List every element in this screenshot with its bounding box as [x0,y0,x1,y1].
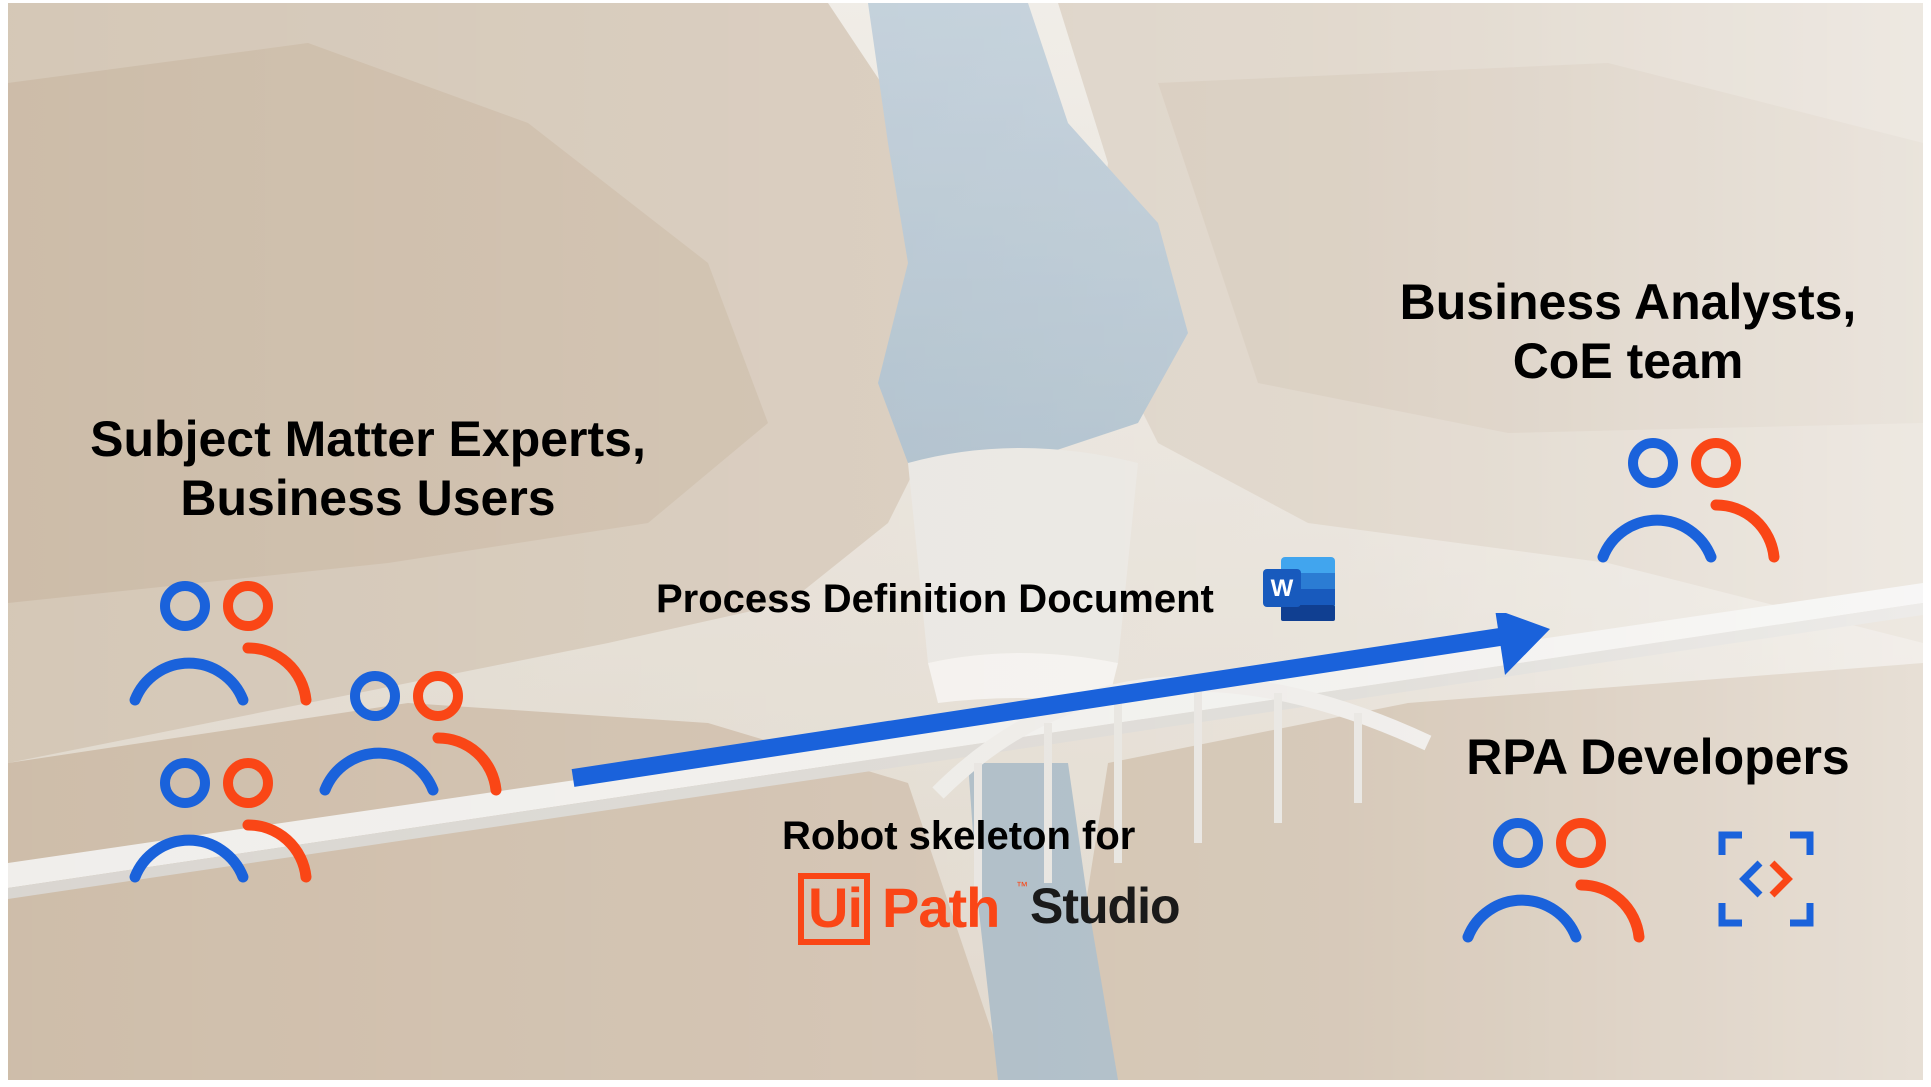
business-analysts-title-line1: Business Analysts, [1399,274,1857,330]
people-group-icon [319,671,502,796]
flow-arrow-icon [571,613,1550,787]
smes-title: Subject Matter Experts, Business Users [48,410,688,527]
uipath-studio-logo: Ui Path ™ Studio [798,871,1198,951]
slide: Subject Matter Experts, Business Users P… [8,3,1923,1080]
process-definition-label: Process Definition Document [656,577,1214,621]
smes-title-line1: Subject Matter Experts, [90,411,646,467]
uipath-logo-path: Path [882,876,1000,939]
people-group-icon [1462,818,1645,943]
code-brackets-icon [1718,831,1814,927]
uipath-logo-tm: ™ [1016,879,1028,893]
business-analysts-title: Business Analysts, CoE team [1348,273,1908,390]
people-group-icon [129,581,312,706]
people-group-icon [1597,438,1780,563]
uipath-logo-studio: Studio [1030,878,1181,934]
rpa-developers-title: RPA Developers [1466,729,1850,785]
uipath-logo-box [798,873,870,945]
smes-title-line2: Business Users [180,469,556,526]
robot-skeleton-caption: Robot skeleton for [782,814,1136,858]
word-document-icon: W [1263,557,1335,621]
people-group-icon [129,758,312,883]
business-analysts-title-line2: CoE team [1512,332,1744,389]
word-icon-letter: W [1271,575,1294,602]
uipath-logo-ui: Ui [808,876,863,939]
